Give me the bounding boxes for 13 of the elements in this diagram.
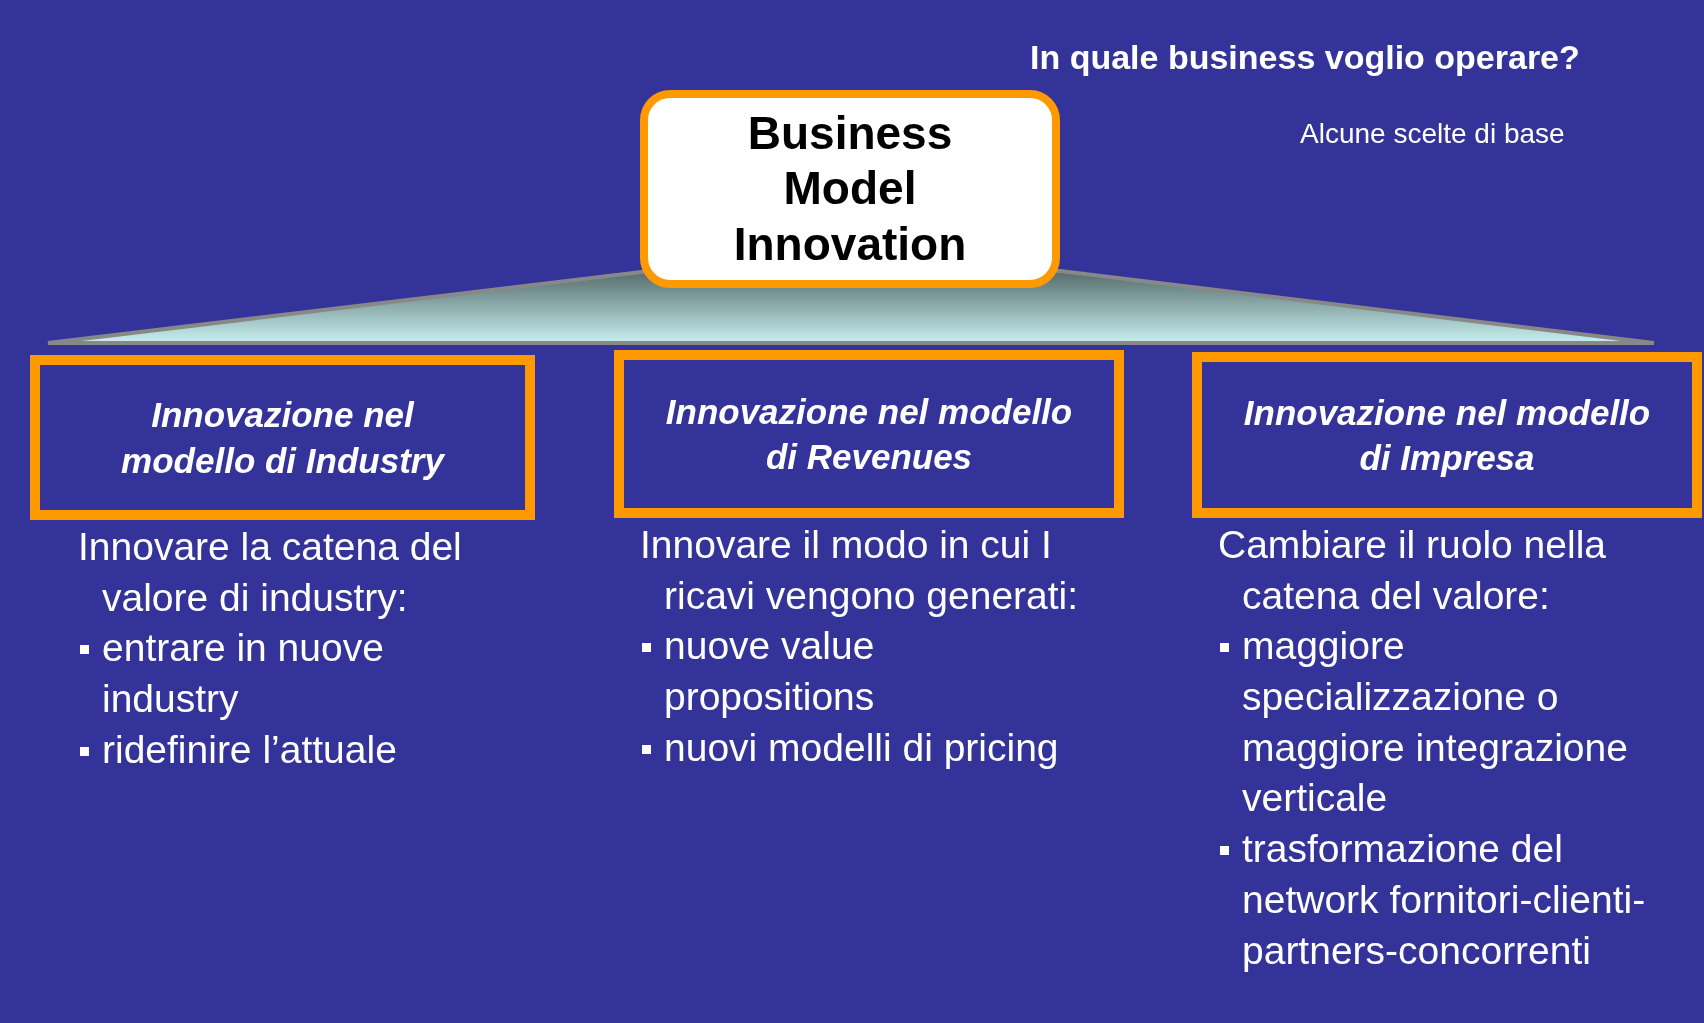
- category-box: Innovazione nel modello di Revenues: [614, 350, 1124, 518]
- category-box: Innovazione nel modello di Industry: [30, 355, 535, 520]
- description-text: Innovare la catena del valore di industry:: [78, 524, 463, 621]
- subtitle: Alcune scelte di base: [1300, 118, 1565, 150]
- bullet-item: nuovi modelli di pricing: [640, 722, 1080, 774]
- bullet-item: ridefinire l’attuale: [78, 724, 508, 776]
- slide-title: In quale business voglio operare?: [1030, 38, 1580, 77]
- platform-band: [46, 269, 1656, 345]
- description-text: Cambiare il ruolo nella catena del valore:: [1218, 522, 1608, 619]
- bullet-item: trasformazione del network fornitori-clienti-partners-concorrenti: [1218, 824, 1698, 977]
- root-box: Business Model Innovation: [640, 90, 1060, 288]
- description-text: Innovare il modo in cui I ricavi vengono generati:: [640, 522, 1080, 619]
- category-box: Innovazione nel modello di Impresa: [1192, 352, 1702, 518]
